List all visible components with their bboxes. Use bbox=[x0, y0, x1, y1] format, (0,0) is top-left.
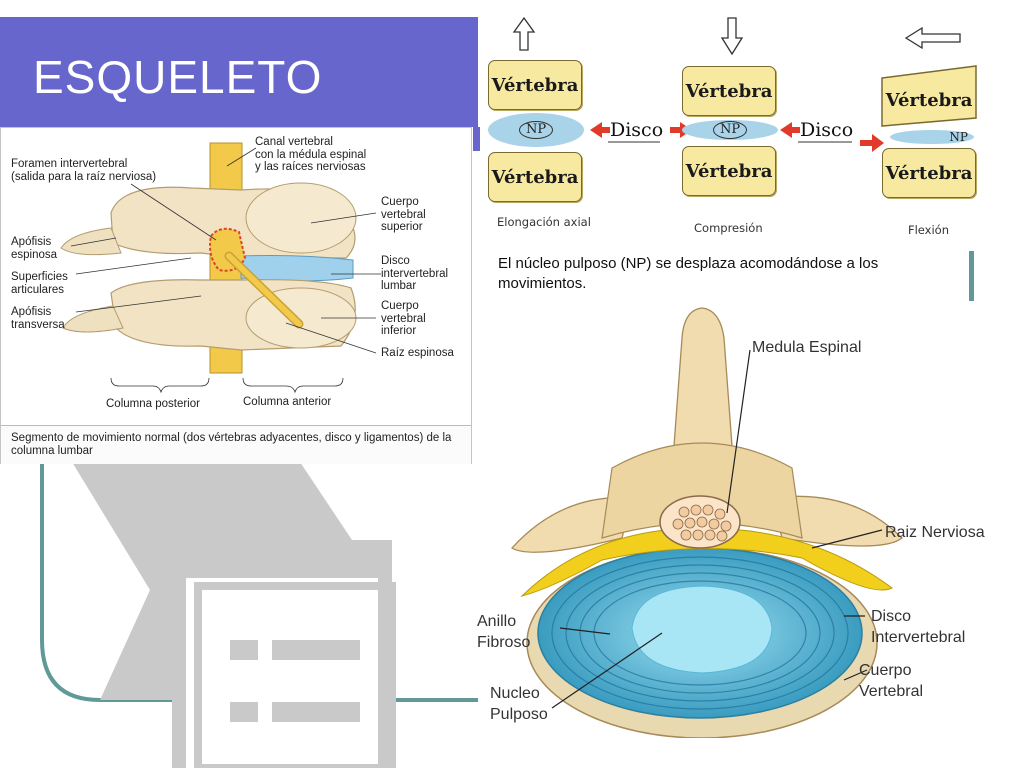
label-cuerpo-inferior: Cuerpo vertebral inferior bbox=[381, 300, 426, 337]
label-apofisis-transversa: Apófisis transversa bbox=[11, 306, 65, 331]
label-raiz-espinosa: Raíz espinosa bbox=[381, 347, 454, 359]
np-flexion: NP bbox=[890, 130, 974, 144]
label-anillo-fibroso: Anillo Fibroso bbox=[477, 613, 531, 651]
label-disco: Disco intervertebral lumbar bbox=[381, 255, 449, 292]
label-canal-vertebral: Canal vertebral con la médula espinal y … bbox=[255, 136, 367, 173]
disco-label-2: Disco bbox=[800, 119, 854, 141]
disc-behavior-figure: Vértebra NP Vértebra Disco Elongación ax… bbox=[480, 0, 1024, 245]
label-columna-anterior: Columna anterior bbox=[243, 396, 332, 408]
label-cuerpo-vertebral: Cuerpo Vertebral bbox=[859, 662, 924, 700]
lumbar-caption: Segmento de movimiento normal (dos vérte… bbox=[11, 432, 452, 457]
caption-elongacion: Elongación axial bbox=[497, 215, 591, 229]
teal-side-bar bbox=[969, 251, 974, 301]
disc-arrows bbox=[512, 16, 977, 152]
vertebra-bottom-flexion: Vértebra bbox=[882, 148, 976, 198]
vertebra-bottom-axial: Vértebra bbox=[488, 152, 582, 202]
red-arrow-icon bbox=[590, 122, 610, 138]
label-apofisis-espinosa: Apófisis espinosa bbox=[11, 236, 58, 261]
title-accent-bar bbox=[473, 127, 480, 151]
label-cuerpo-superior: Cuerpo vertebral superior bbox=[381, 196, 426, 233]
label-medula-espinal: Medula Espinal bbox=[752, 339, 862, 356]
arrow-left-icon bbox=[904, 26, 961, 50]
caption-flexion: Flexión bbox=[908, 223, 950, 237]
arrow-down-icon bbox=[720, 17, 744, 56]
label-columna-posterior: Columna posterior bbox=[106, 398, 200, 410]
label-nucleo-pulposo: Nucleo Pulposo bbox=[490, 685, 548, 723]
caption-compresion: Compresión bbox=[694, 221, 763, 235]
vertebra-top-compresion: Vértebra bbox=[682, 66, 776, 116]
np-axial: NP bbox=[488, 113, 584, 147]
label-superficies: Superficies articulares bbox=[11, 271, 68, 296]
np-compresion: NP bbox=[682, 120, 778, 140]
slide-title: ESQUELETO bbox=[33, 51, 323, 103]
vertebra-top-flexion: Vértebra bbox=[885, 89, 973, 111]
vertebra-bottom-compresion: Vértebra bbox=[682, 146, 776, 196]
arrow-up-icon bbox=[512, 16, 536, 51]
label-foramen: Foramen intervertebral (salida para la r… bbox=[11, 158, 157, 183]
red-arrow-icon bbox=[670, 122, 692, 138]
disco-label-1: Disco bbox=[610, 119, 664, 141]
vertebra-top-axial: Vértebra bbox=[488, 60, 582, 110]
lumbar-illustration bbox=[60, 142, 381, 394]
title-band bbox=[0, 17, 478, 127]
label-raiz-nerviosa: Raiz Nerviosa bbox=[885, 524, 985, 541]
vertebra-cross-section bbox=[510, 307, 903, 738]
label-disco-intervertebral: Disco Intervertebral bbox=[871, 608, 966, 646]
lumbar-segment-figure: Canal vertebral con la médula espinal y … bbox=[0, 127, 472, 464]
teal-bracket-line bbox=[40, 440, 478, 702]
lumbar-caption-box: Segmento de movimiento normal (dos vérte… bbox=[1, 425, 471, 464]
np-description: El núcleo pulposo (NP) se desplaza acomo… bbox=[498, 255, 879, 292]
red-arrow-icon bbox=[780, 122, 800, 138]
gray-doc-inner bbox=[186, 578, 378, 768]
red-arrow-icon bbox=[860, 134, 884, 152]
